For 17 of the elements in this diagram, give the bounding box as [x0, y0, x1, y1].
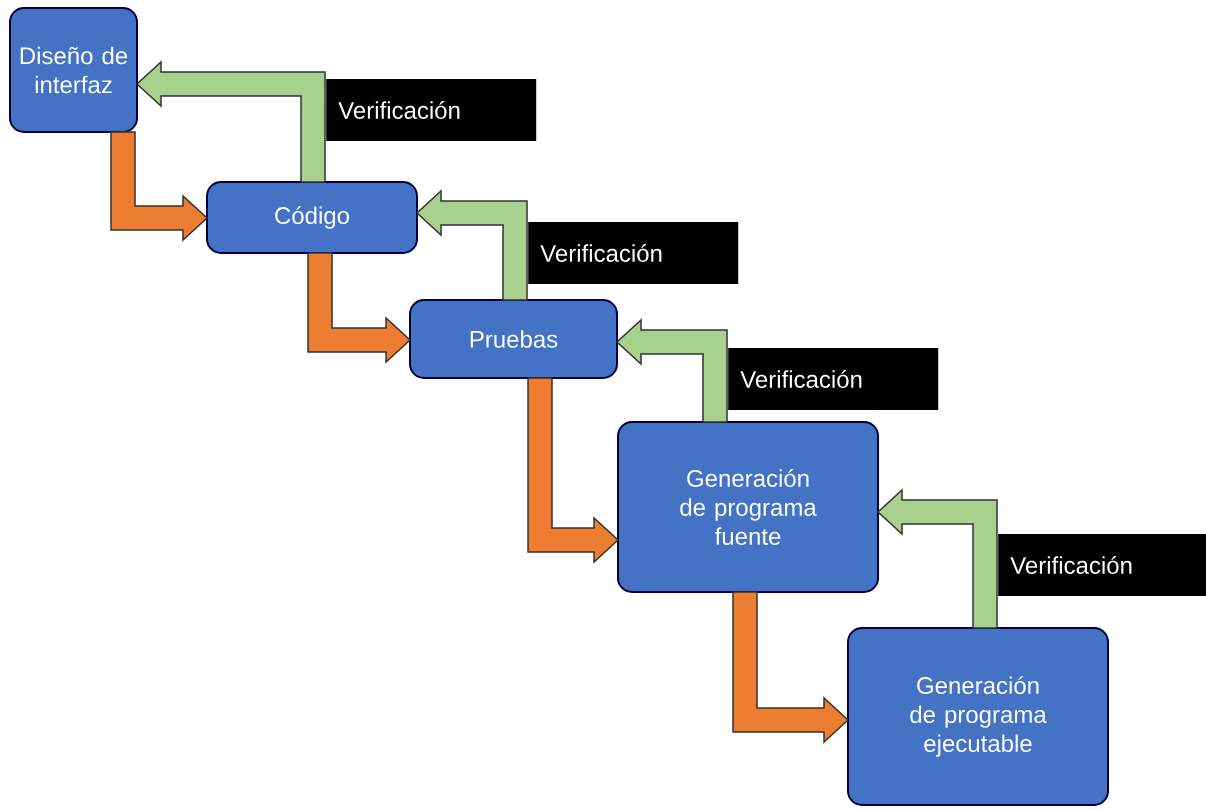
block-arrow — [110, 131, 209, 242]
block-arrow — [615, 318, 728, 423]
block-arrow — [135, 60, 326, 183]
edge-label: Verificación — [728, 348, 939, 410]
block-arrow — [307, 252, 412, 364]
block-arrow — [876, 488, 998, 629]
block-arrow — [732, 591, 850, 744]
edge-label: Verificación — [326, 79, 537, 141]
process-box: Diseño de interfaz — [9, 7, 138, 133]
process-box: Código — [206, 181, 418, 254]
edge-label: Verificación — [528, 222, 739, 284]
block-arrow — [527, 377, 620, 564]
edge-label: Verificación — [998, 534, 1206, 596]
process-box: Generación de programa ejecutable — [847, 627, 1109, 806]
process-box: Pruebas — [409, 299, 618, 379]
block-arrow — [415, 189, 528, 301]
process-box: Generación de programa fuente — [617, 421, 879, 593]
